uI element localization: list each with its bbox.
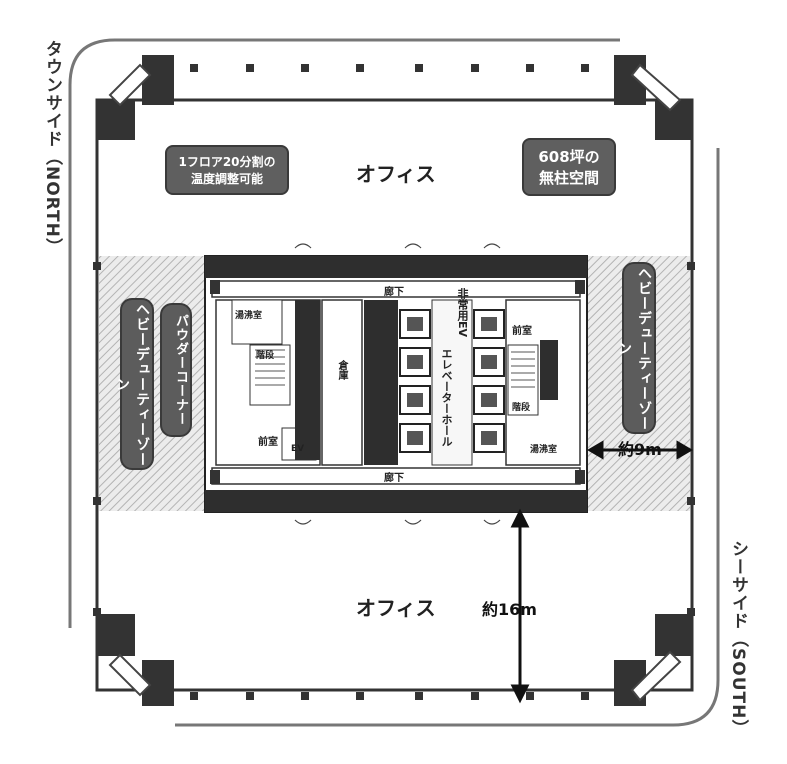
elevator-bank-right [473, 309, 505, 453]
office-label-south: オフィス [356, 596, 436, 620]
powder-corner-label: パウダーコーナー [160, 303, 192, 437]
column-free-badge: 608坪の 無柱空間 [522, 138, 616, 196]
stair-label-west: 階段 [256, 351, 275, 361]
corridor-label-north: 廊下 [384, 287, 404, 298]
core [204, 255, 588, 513]
column-free-badge-line2: 無柱空間 [538, 169, 599, 187]
door-swings [294, 243, 501, 525]
north-side-label: タウンサイド（NORTH） [42, 40, 62, 256]
division-badge: 1フロア20分割の 温度調整可能 [165, 145, 289, 195]
perimeter-mullions [93, 64, 695, 700]
anteroom-label-east: 前室 [512, 326, 532, 337]
division-badge-line1: 1フロア20分割の [178, 155, 276, 169]
dimension-horizontal-label: 約9m [618, 440, 662, 459]
heavy-duty-zone-label-west: ヘビーデューティーゾーン [114, 298, 154, 470]
elevator-hall-label: エレベーターホール [440, 348, 453, 447]
division-badge-line2: 温度調整可能 [190, 172, 263, 186]
dimension-vertical [510, 508, 530, 704]
anteroom-label-west: 前室 [258, 437, 278, 448]
corridor-label-south: 廊下 [384, 473, 404, 484]
corner-glass [108, 63, 682, 702]
warehouse-label: 倉庫 [336, 360, 347, 380]
column-free-badge-line1: 608坪の [538, 148, 600, 166]
heavy-duty-zone-label-east: ヘビーデューティーゾーン [616, 262, 656, 434]
stair-label-east: 階段 [512, 403, 531, 413]
south-side-arc [175, 148, 720, 727]
north-side-arc [68, 38, 620, 628]
south-side-label: シーサイド（SOUTH） [728, 540, 748, 738]
freight-ev-label: 非常用EV [456, 288, 469, 338]
dimension-vertical-label: 約16m [482, 600, 537, 619]
corner-columns [97, 55, 692, 706]
office-label-north: オフィス [356, 162, 436, 186]
ev-label: EV [291, 444, 305, 454]
utility-room-label-east: 湯沸室 [530, 445, 558, 455]
utility-room-label-west: 湯沸室 [235, 311, 263, 321]
dimension-horizontal [587, 440, 693, 460]
